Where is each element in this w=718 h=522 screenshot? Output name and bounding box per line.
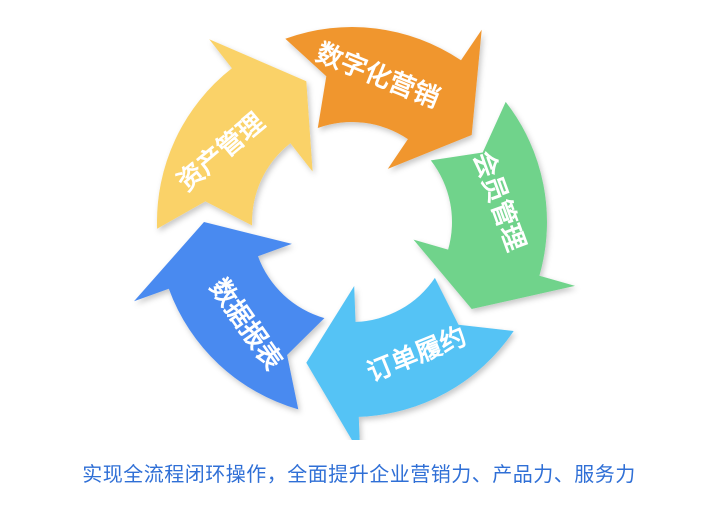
arrow-asset-management	[156, 39, 313, 229]
arrow-member-management	[413, 101, 575, 310]
caption: 实现全流程闭环操作，全面提升企业营销力、产品力、服务力	[82, 462, 636, 486]
arrow-data-reports	[134, 222, 325, 410]
arrow-digital-marketing	[285, 27, 482, 169]
arrow-order-fulfillment	[306, 277, 514, 440]
